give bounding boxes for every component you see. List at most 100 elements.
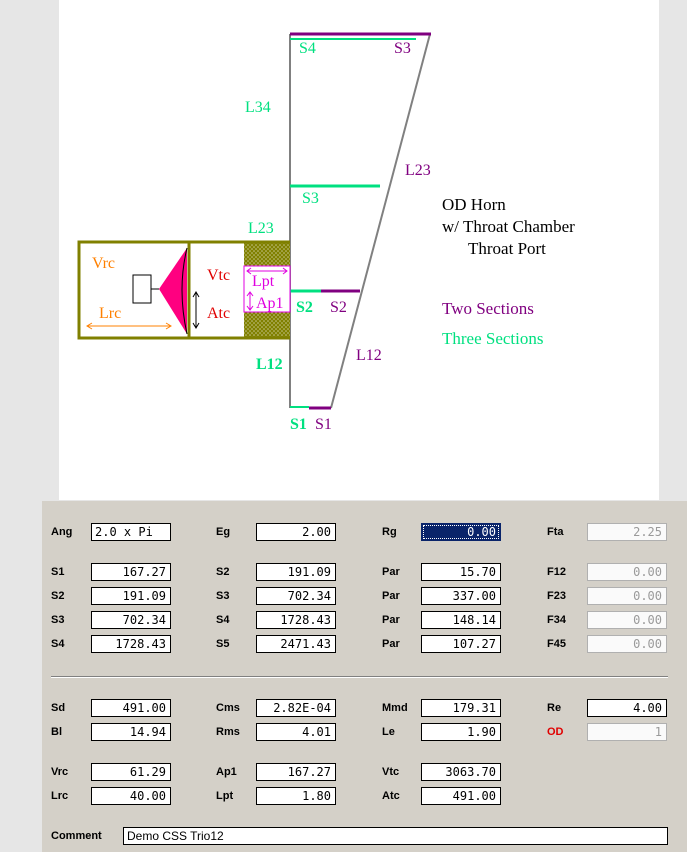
label-s3-top-purple: S3 [394,40,411,57]
sd-label: Sd [51,702,66,714]
lpt-arrow-right-head [282,267,288,275]
eg-field[interactable]: 2.00 [256,523,336,541]
s2-label-row3: S2 [51,590,65,602]
par-field-4[interactable]: 107.27 [421,635,501,653]
s4-label-row5: S4 [51,638,65,650]
f23-field[interactable]: 0.00 [587,587,667,605]
label-l23-green: L23 [248,220,274,237]
lpt-arrow-left-head [246,267,252,275]
re-field[interactable]: 4.00 [587,699,667,717]
vrc-label: Vrc [51,766,69,778]
re-label: Re [547,702,562,714]
lrc-label: Lrc [51,790,69,802]
bl-label: Bl [51,726,62,738]
horn-diagram-area: S4 S3 L34 L23 S3 L23 Vrc Lrc Vtc Atc Lpt… [59,0,659,500]
bl-field[interactable]: 14.94 [91,723,171,741]
label-l23-purple: L23 [405,162,431,179]
f34-field[interactable]: 0.00 [587,611,667,629]
lrc-arrow-right-head [165,322,172,330]
f45-field[interactable]: 0.00 [587,635,667,653]
label-s2-green: S2 [296,299,313,316]
parameter-panel: Ang 2.0 x Pi Eg 2.00 Rg 0.00 Fta 2.25 S1… [42,501,687,852]
label-s1-green: S1 [290,416,307,433]
s1-field[interactable]: 167.27 [91,563,171,581]
cms-label: Cms [216,702,240,714]
title-line-1: OD Horn [442,195,506,214]
label-atc: Atc [207,305,230,322]
atc-arrow-up-head [192,291,200,298]
rg-label: Rg [382,526,397,538]
s3-label-row4: S3 [51,614,65,626]
legend-two-sections: Two Sections [442,299,534,318]
ap1-field[interactable]: 167.27 [256,763,336,781]
title-line-3: Throat Port [468,239,546,258]
ap1-arrow-up-head [246,291,254,297]
label-ap1: Ap1 [256,295,284,312]
throat-chamber-bottom-fill [244,312,290,338]
lpt-field[interactable]: 1.80 [256,787,336,805]
ang-field[interactable]: 2.0 x Pi [91,523,171,541]
le-field[interactable]: 1.90 [421,723,501,741]
comment-field[interactable]: Demo CSS Trio12 [123,827,668,845]
ap1-arrow-down-head [246,305,254,311]
vrc-field[interactable]: 61.29 [91,763,171,781]
s4-field-row5[interactable]: 1728.43 [91,635,171,653]
rg-field[interactable]: 0.00 [421,523,501,541]
throat-port-box [243,265,291,313]
label-lrc: Lrc [99,305,121,322]
label-vrc: Vrc [92,255,115,272]
s4-field[interactable]: 1728.43 [256,611,336,629]
f34-label: F34 [547,614,566,626]
s2-field-row3[interactable]: 191.09 [91,587,171,605]
s1-label: S1 [51,566,65,578]
s3-label: S3 [216,590,230,602]
s3-field-row4[interactable]: 702.34 [91,611,171,629]
label-lpt: Lpt [252,273,275,290]
atc-label: Atc [382,790,400,802]
par-field-2[interactable]: 337.00 [421,587,501,605]
mmd-label: Mmd [382,702,408,714]
s3-field[interactable]: 702.34 [256,587,336,605]
s2-field[interactable]: 191.09 [256,563,336,581]
label-s1-purple: S1 [315,416,332,433]
par-field-1[interactable]: 15.70 [421,563,501,581]
rms-field[interactable]: 4.01 [256,723,336,741]
par-field-3[interactable]: 148.14 [421,611,501,629]
sd-field[interactable]: 491.00 [91,699,171,717]
throat-chamber-top-fill [244,242,290,266]
lpt-label: Lpt [216,790,234,802]
s5-field[interactable]: 2471.43 [256,635,336,653]
label-s3-green: S3 [302,190,319,207]
driver-cone [159,248,187,334]
label-l12-green: L12 [256,356,283,373]
par-label-2: Par [382,590,400,602]
label-l12-purple: L12 [356,347,382,364]
ap1-label: Ap1 [216,766,237,778]
label-s2-purple: S2 [330,299,347,316]
par-label-1: Par [382,566,400,578]
atc-arrow-down-head [192,322,200,329]
ang-label: Ang [51,526,73,538]
s5-label: S5 [216,638,230,650]
label-s4-green: S4 [299,40,316,57]
vtc-label: Vtc [382,766,400,778]
label-l34: L34 [245,99,271,116]
le-label: Le [382,726,395,738]
od-label: OD [547,726,564,738]
f12-label: F12 [547,566,566,578]
cms-field[interactable]: 2.82E-04 [256,699,336,717]
f23-label: F23 [547,590,566,602]
lrc-field[interactable]: 40.00 [91,787,171,805]
fta-label: Fta [547,526,564,538]
mmd-field[interactable]: 179.31 [421,699,501,717]
s4-label: S4 [216,614,230,626]
fta-field[interactable]: 2.25 [587,523,667,541]
f12-field[interactable]: 0.00 [587,563,667,581]
atc-field[interactable]: 491.00 [421,787,501,805]
od-field[interactable]: 1 [587,723,667,741]
horn-flare-wall [330,33,431,409]
title-line-2: w/ Throat Chamber [442,217,575,236]
comment-label: Comment [51,830,102,842]
vtc-field[interactable]: 3063.70 [421,763,501,781]
f45-label: F45 [547,638,566,650]
